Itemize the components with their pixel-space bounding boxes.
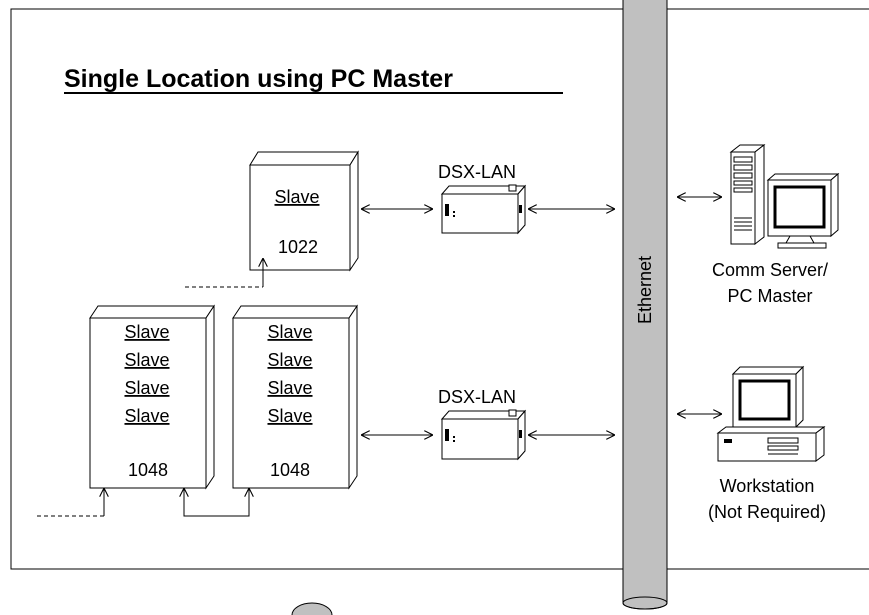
diagram-frame <box>10 8 869 570</box>
slave-label: Slave <box>267 350 312 370</box>
dsx-lan-label-upper: DSX-LAN <box>438 162 516 182</box>
ethernet-label: Ethernet <box>635 256 655 324</box>
tower-pc-icon <box>729 143 766 246</box>
slave-label: Slave <box>267 322 312 342</box>
diagram-title: Single Location using PC Master <box>64 65 453 93</box>
connector-arrow-cabinet-link <box>184 488 249 517</box>
slave-cabinet-1048-left: Slave Slave Slave Slave 1048 <box>89 304 215 490</box>
slave-cabinet-1048-right: Slave Slave Slave Slave 1048 <box>232 304 358 490</box>
slave-label: Slave <box>124 378 169 398</box>
dsx-lan-module-icon <box>440 184 527 235</box>
slave-label: Slave <box>267 378 312 398</box>
workstation-label-line2: (Not Required) <box>708 502 826 522</box>
dsx-lan-module-icon <box>440 409 527 461</box>
ethernet-backbone <box>622 0 668 610</box>
slave-id-label: 1048 <box>128 460 168 480</box>
slave-label: Slave <box>124 322 169 342</box>
slave-label: Slave <box>124 406 169 426</box>
slave-label: Slave <box>274 187 319 207</box>
workstation-label-line1: Workstation <box>720 476 815 496</box>
partial-shape-bottom <box>291 602 333 615</box>
comm-server-label-line2: PC Master <box>727 286 812 306</box>
slave-label: Slave <box>124 350 169 370</box>
slave-id-label: 1048 <box>270 460 310 480</box>
slave-label: Slave <box>267 406 312 426</box>
slave-cabinet-1022: Slave 1022 <box>249 150 359 272</box>
dsx-lan-label-lower: DSX-LAN <box>438 387 516 407</box>
desktop-pc-icon <box>716 365 826 462</box>
slave-id-label: 1022 <box>278 237 318 257</box>
monitor-icon <box>766 172 840 249</box>
comm-server-label-line1: Comm Server/ <box>712 260 828 280</box>
